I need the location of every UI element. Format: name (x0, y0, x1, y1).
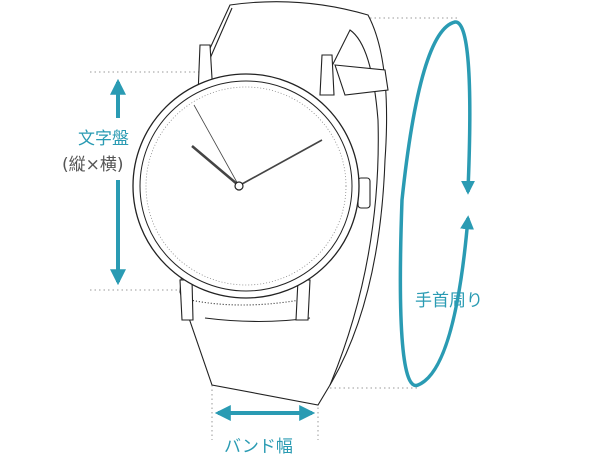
wrist-circumference-arrow (398, 20, 475, 388)
dial-sub-label: (縦×横) (62, 155, 124, 175)
guide-lines (90, 17, 460, 440)
second-hand (193, 104, 240, 187)
band-width-label: バンド幅 (224, 437, 293, 455)
hour-hand (191, 145, 238, 185)
minute-hand (241, 139, 323, 185)
dial-label: 文字盤 (78, 129, 129, 149)
watch-dial (132, 73, 360, 299)
wrist-label: 手首周り (415, 291, 483, 311)
